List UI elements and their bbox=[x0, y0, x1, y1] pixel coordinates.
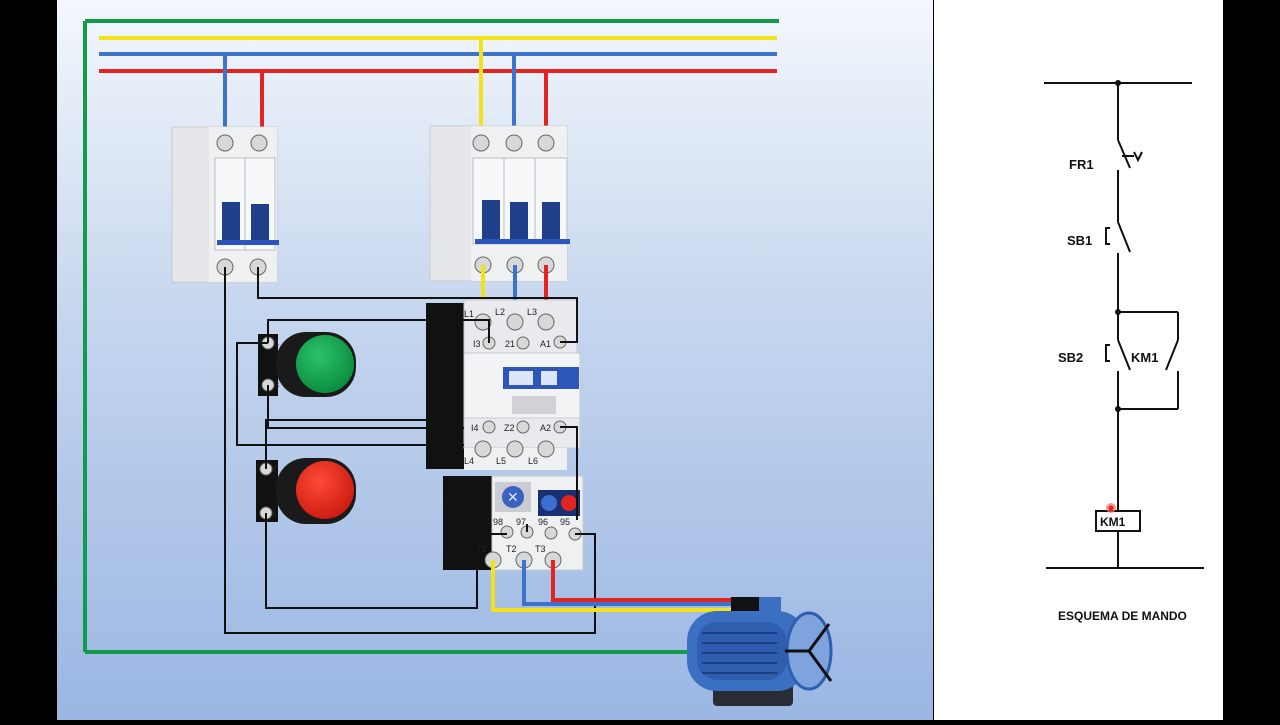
terminal-95: 95 bbox=[560, 517, 570, 527]
svg-text:✕: ✕ bbox=[507, 490, 519, 506]
terminal-96: 96 bbox=[538, 517, 548, 527]
terminal-T3: T3 bbox=[535, 544, 546, 554]
terminal-A2: A2 bbox=[540, 423, 551, 433]
terminal-1: 1 bbox=[272, 508, 277, 518]
terminal-A1: A1 bbox=[540, 339, 551, 349]
motor-wires bbox=[491, 560, 733, 612]
terminal-L5: L5 bbox=[496, 456, 506, 466]
terminal-4: 4 bbox=[274, 338, 279, 348]
junction-dot bbox=[1115, 309, 1121, 315]
terminal-L4: L4 bbox=[464, 456, 474, 466]
indicator-dot bbox=[1108, 505, 1114, 511]
terminal-L6: L6 bbox=[528, 456, 538, 466]
label-km1-coil: KM1 bbox=[1100, 515, 1126, 529]
terminal-L2: L2 bbox=[495, 307, 505, 317]
terminal-T2: T2 bbox=[506, 544, 517, 554]
label-fr1: FR1 bbox=[1069, 157, 1094, 172]
control-schematic-caption: ESQUEMA DE MANDO bbox=[1058, 609, 1187, 623]
start-push-button-sb2[interactable]: 4 3 bbox=[258, 332, 356, 397]
control-schematic: FR1 SB1 SB2 KM1 KM1 ESQUEMA DE MANDO bbox=[1044, 80, 1204, 623]
control-wiring bbox=[224, 267, 596, 634]
terminal-Z2: Z2 bbox=[504, 423, 515, 433]
label-sb1: SB1 bbox=[1067, 233, 1092, 248]
control-circuit-breaker bbox=[171, 126, 279, 283]
supply-bus bbox=[83, 19, 779, 654]
main-circuit-breaker bbox=[429, 125, 570, 282]
terminal-T1: T1 bbox=[476, 544, 487, 554]
control-schematic-panel: FR1 SB1 SB2 KM1 KM1 ESQUEMA DE MANDO bbox=[934, 0, 1223, 720]
junction-dot bbox=[1115, 406, 1121, 412]
stop-push-button-sb1[interactable]: 2 1 bbox=[256, 458, 356, 524]
label-km1-contact: KM1 bbox=[1131, 350, 1158, 365]
power-wiring-diagram: L1 L2 L3 I3 21 A1 I4 Z2 A2 L4 L5 L6 ✕ 98… bbox=[57, 0, 933, 720]
label-sb2: SB2 bbox=[1058, 350, 1083, 365]
terminal-L1: L1 bbox=[464, 309, 474, 319]
terminal-2: 2 bbox=[272, 464, 277, 474]
terminal-21: 21 bbox=[505, 339, 515, 349]
contactor-km1: L1 L2 L3 I3 21 A1 I4 Z2 A2 L4 L5 L6 bbox=[426, 299, 581, 470]
terminal-I4: I4 bbox=[471, 423, 479, 433]
thermal-overload-relay-fr1: ✕ 98 97 96 95 T1 T2 T3 bbox=[443, 475, 584, 571]
terminal-97: 97 bbox=[516, 517, 526, 527]
motor-icon bbox=[687, 597, 833, 706]
terminal-L3: L3 bbox=[527, 307, 537, 317]
terminal-98: 98 bbox=[493, 517, 503, 527]
terminal-3: 3 bbox=[274, 380, 279, 390]
terminal-I3: I3 bbox=[473, 339, 481, 349]
junction-dot bbox=[1115, 80, 1121, 86]
